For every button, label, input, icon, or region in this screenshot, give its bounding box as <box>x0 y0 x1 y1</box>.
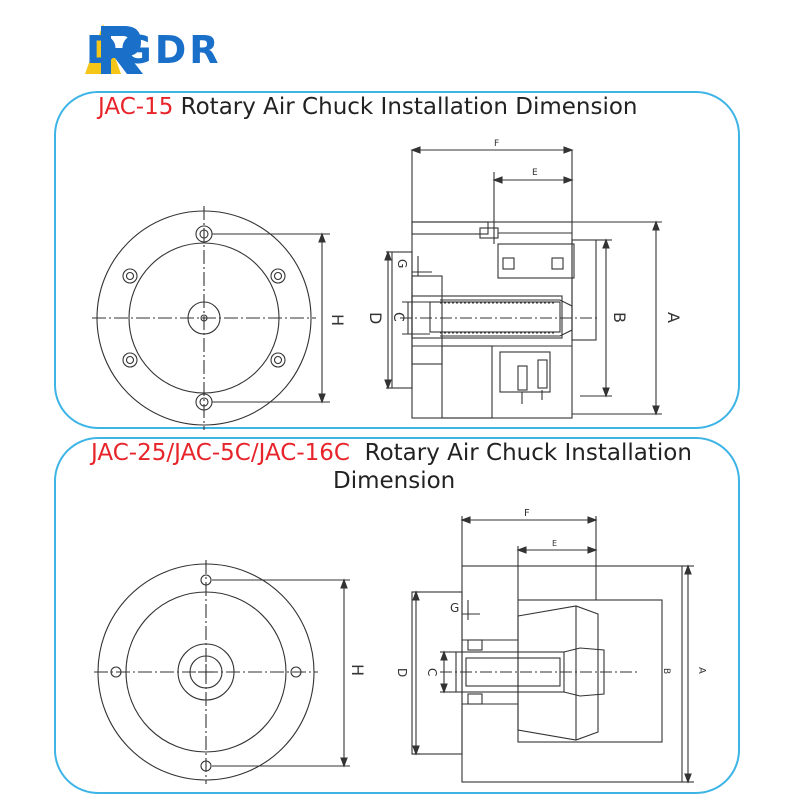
jac15-panel <box>54 91 740 429</box>
dim-label-f: F <box>494 139 499 149</box>
dim-label-h2: H <box>348 664 367 676</box>
dim-label-c2: C <box>425 668 439 676</box>
bolt-hole <box>200 760 212 772</box>
bolt-hole <box>200 574 212 586</box>
bolt-hole <box>122 268 138 284</box>
dim-label-c: C <box>390 312 406 322</box>
jac15-title-text: Rotary Air Chuck Installation Dimension <box>180 94 638 120</box>
jac25-side-view <box>411 516 694 784</box>
dim-label-b: B <box>610 312 629 323</box>
dim-label-a2: A <box>696 667 707 674</box>
dim-label-d: D <box>366 312 385 324</box>
dim-label-f2: F <box>524 508 530 519</box>
bolt-hole <box>290 666 302 678</box>
jac15-front-view <box>92 206 330 430</box>
bolt-hole <box>270 352 286 368</box>
jac15-model-label: JAC-15 <box>98 94 174 120</box>
jac25-title-text-line1: Rotary Air Chuck Installation <box>364 440 692 466</box>
dim-label-e: E <box>532 168 538 178</box>
brand-name: DGDR <box>86 28 222 72</box>
dim-label-e2: E <box>552 539 557 548</box>
jac15-side-view <box>384 146 662 419</box>
jac25-panel <box>54 437 740 794</box>
dim-label-a: A <box>664 312 683 323</box>
bolt-hole <box>122 352 138 368</box>
jac25-title: JAC-25/JAC-5C/JAC-16C Rotary Air Chuck I… <box>91 440 692 466</box>
dim-label-b2: B <box>661 668 671 674</box>
dim-label-g: G <box>395 259 409 268</box>
dim-label-d2: D <box>395 668 409 677</box>
jac15-title: JAC-15 Rotary Air Chuck Installation Dim… <box>98 94 638 120</box>
jac25-model-label: JAC-25/JAC-5C/JAC-16C <box>91 440 350 466</box>
bolt-hole <box>110 666 122 678</box>
dim-label-g2: G <box>450 601 459 615</box>
bolt-hole <box>270 268 286 284</box>
dim-label-h: H <box>328 314 347 326</box>
jac25-front-view <box>94 560 350 784</box>
jac25-title-line2: Dimension <box>333 468 456 494</box>
brand-logo-icon <box>85 24 143 74</box>
